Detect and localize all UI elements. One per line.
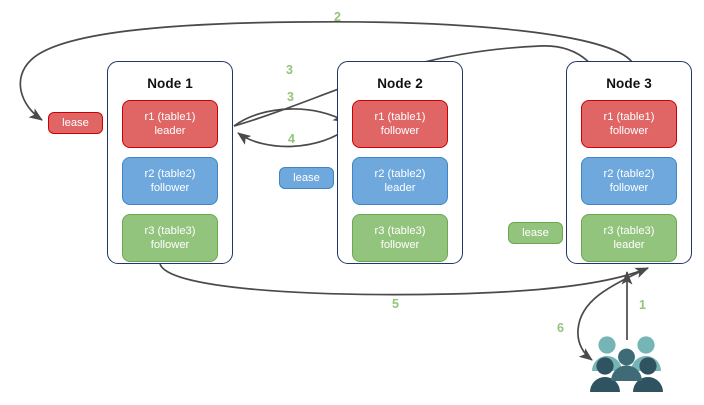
node-title: Node 1 xyxy=(147,76,193,91)
replica-r3[interactable]: r3 (table3) follower xyxy=(352,214,448,262)
replica-role: follower xyxy=(609,182,649,194)
replica-name: r1 (table1) xyxy=(374,111,426,123)
replica-name: r2 (table2) xyxy=(374,168,426,180)
replica-name: r1 (table1) xyxy=(603,111,655,123)
replica-r1[interactable]: r1 (table1) leader xyxy=(122,100,218,148)
replica-r1[interactable]: r1 (table1) follower xyxy=(352,100,448,148)
lease-chip-table3[interactable]: lease xyxy=(508,222,563,244)
edge-step-2 xyxy=(19,20,633,121)
replica-role: leader xyxy=(613,239,645,251)
replica-r2[interactable]: r2 (table2) follower xyxy=(581,157,677,205)
step-label-3-lower: 3 xyxy=(287,90,294,104)
step-label-6: 6 xyxy=(557,321,564,335)
replica-role: follower xyxy=(380,125,420,137)
step-label-1: 1 xyxy=(639,298,646,312)
lease-label: lease xyxy=(522,227,549,239)
replica-role: follower xyxy=(150,239,190,251)
replica-name: r2 (table2) xyxy=(603,168,655,180)
node-box-node1[interactable]: Node 1 r1 (table1) leader r2 (table2) fo… xyxy=(107,61,233,264)
replica-role: follower xyxy=(150,182,190,194)
replica-r2[interactable]: r2 (table2) follower xyxy=(122,157,218,205)
replica-role: follower xyxy=(609,125,649,137)
replica-name: r3 (table3) xyxy=(374,225,426,237)
replica-name: r1 (table1) xyxy=(144,111,196,123)
replica-role: leader xyxy=(384,182,416,194)
node-box-node3[interactable]: Node 3 r1 (table1) follower r2 (table2) … xyxy=(566,61,692,264)
node-box-node2[interactable]: Node 2 r1 (table1) follower r2 (table2) … xyxy=(337,61,463,264)
step-label-3-upper: 3 xyxy=(286,63,293,77)
step-label-5: 5 xyxy=(392,297,399,311)
replica-r2[interactable]: r2 (table2) leader xyxy=(352,157,448,205)
lease-label: lease xyxy=(62,117,89,129)
edge-step-6 xyxy=(577,267,649,361)
replica-role: follower xyxy=(380,239,420,251)
node-title: Node 2 xyxy=(377,76,423,91)
replica-r3[interactable]: r3 (table3) leader xyxy=(581,214,677,262)
replica-name: r2 (table2) xyxy=(144,168,196,180)
edge-step-3-lower xyxy=(233,108,347,127)
replica-r1[interactable]: r1 (table1) follower xyxy=(581,100,677,148)
lease-label: lease xyxy=(293,172,320,184)
lease-chip-table1[interactable]: lease xyxy=(48,112,103,134)
replica-r3[interactable]: r3 (table3) follower xyxy=(122,214,218,262)
node-title: Node 3 xyxy=(606,76,652,91)
edge-step-5 xyxy=(159,263,649,296)
replica-name: r3 (table3) xyxy=(144,225,196,237)
lease-chip-table2[interactable]: lease xyxy=(279,167,334,189)
step-label-2: 2 xyxy=(334,10,341,24)
step-label-4: 4 xyxy=(288,132,295,146)
replica-name: r3 (table3) xyxy=(603,225,655,237)
users-icon-front-row xyxy=(590,348,663,392)
replica-role: leader xyxy=(154,125,186,137)
